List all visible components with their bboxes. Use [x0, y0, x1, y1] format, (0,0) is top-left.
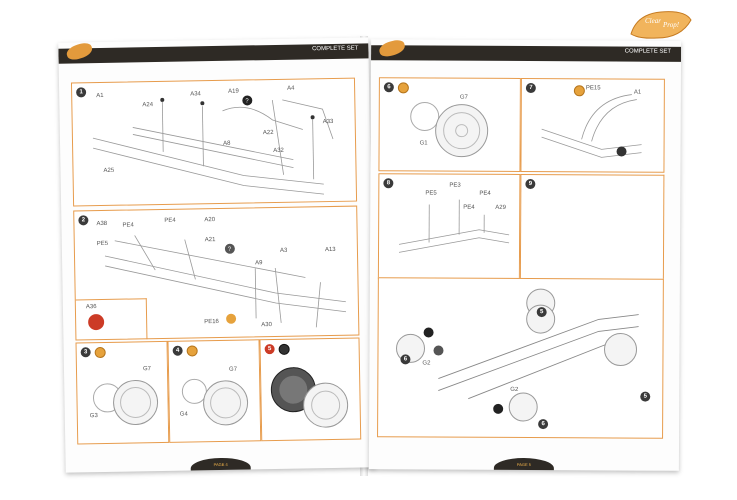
part-label: A9 [255, 260, 263, 267]
callout-marker: 6 [400, 354, 411, 365]
part-label: G2 [422, 360, 431, 367]
step-7-panel: 7 PE15 A1 [520, 77, 665, 173]
brand-line2: Prop! [663, 21, 680, 29]
part-label: A21 [204, 237, 216, 244]
left-header-title: COMPLETE SET [312, 45, 359, 53]
part-label: PE4 [479, 190, 491, 197]
step-4-panel: 4 G7 G4 [167, 339, 262, 443]
mini-logo-icon [377, 39, 407, 59]
callout-marker: 5 [536, 307, 547, 318]
part-label: G7 [142, 366, 152, 373]
part-label: A8 [223, 140, 231, 147]
svg-text:?: ? [245, 98, 249, 104]
part-label: A24 [142, 102, 154, 109]
part-label: A13 [324, 246, 336, 254]
step-2-diagram: ? [104, 235, 347, 328]
left-footer: PAGE 4 [190, 457, 251, 473]
left-page-header: COMPLETE SET [58, 41, 369, 64]
part-label: PE5 [96, 240, 109, 248]
step-8-panel: 8 PE3 PE5 PE4 PE4 A29 [377, 173, 521, 280]
right-footer: PAGE 5 [493, 457, 554, 471]
step-number: 9 [525, 179, 536, 190]
part-label: G1 [419, 140, 428, 147]
mini-logo-icon [64, 41, 94, 62]
step-3-panel: 3 G7 G3 [75, 340, 170, 445]
part-label: A22 [262, 129, 274, 137]
part-label: G7 [459, 94, 468, 101]
part-label: A1 [633, 89, 642, 96]
part-label: A38 [96, 220, 108, 228]
page-number: PAGE 4 [213, 461, 228, 468]
part-label: A4 [287, 85, 295, 92]
svg-text:?: ? [228, 247, 232, 253]
part-label: A3 [279, 247, 288, 254]
part-label: PE16 [204, 318, 219, 326]
part-label: A25 [103, 167, 115, 174]
step-5-panel: 5 [259, 337, 362, 442]
callout-marker: 6 [538, 419, 549, 430]
part-label: A36 [85, 304, 97, 311]
step-1-diagram: ? [92, 95, 334, 195]
part-label: A29 [495, 204, 506, 211]
callout-marker: 5 [640, 391, 651, 402]
part-label: PE4 [122, 222, 134, 229]
part-label: PE5 [425, 190, 437, 197]
brand-logo: Clear Prop! [627, 8, 695, 42]
step-9-diagram [396, 288, 639, 422]
part-label: A20 [204, 217, 216, 224]
part-label: PE15 [585, 85, 601, 92]
sub-panel: A36 [75, 298, 148, 341]
step-9-assembly: 5 6 5 6 G2 G2 [377, 277, 664, 439]
step-6-panel: 6 G7 G1 [378, 77, 521, 172]
part-label: PE3 [449, 182, 461, 189]
part-label: A34 [190, 91, 201, 98]
right-header-title: COMPLETE SET [624, 48, 672, 55]
page-number: PAGE 5 [516, 461, 531, 468]
step-1-panel: 1 ? A1 A24 A34 A19 A4 A33 A22 A32 A8 A25 [70, 77, 358, 207]
part-label: A32 [273, 147, 284, 155]
step-9-panel: 9 [519, 173, 665, 280]
red-paint-swatch [88, 313, 105, 331]
part-label: A19 [228, 88, 239, 95]
right-page: COMPLETE SET 6 G7 G1 7 PE15 A1 8 PE3 PE5… [368, 39, 682, 471]
part-label: G3 [89, 413, 98, 420]
part-label: G4 [179, 411, 188, 418]
part-label: A33 [322, 118, 334, 126]
part-label: G7 [228, 366, 238, 373]
step-2-panel: 2 ? A38 PE4 PE4 A20 A21 PE5 A3 A13 A9 PE… [73, 205, 360, 341]
right-page-header: COMPLETE SET [371, 39, 682, 62]
left-page: COMPLETE SET 1 ? A1 A24 A34 A19 A4 A33 A… [58, 37, 376, 473]
part-label: PE4 [164, 217, 176, 224]
brand-line1: Clear [645, 17, 661, 25]
part-label: PE4 [463, 204, 475, 211]
part-label: A1 [96, 92, 104, 100]
part-label: A30 [261, 322, 272, 329]
part-label: G2 [510, 386, 519, 393]
